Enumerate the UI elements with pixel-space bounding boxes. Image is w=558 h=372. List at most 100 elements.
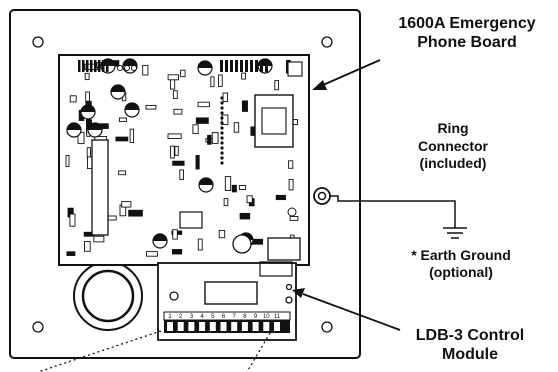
pcb-component [197, 101, 210, 108]
pcb-component [118, 170, 127, 176]
pcb-component [81, 105, 95, 112]
pcb-component [220, 101, 224, 105]
terminal-screw [252, 322, 259, 331]
label-earth-ground: * Earth Ground (optional) [386, 247, 536, 281]
pcb-component [145, 104, 157, 110]
pcb-component [250, 60, 253, 72]
label-ring-connector: Ring Connector (included) [393, 120, 513, 173]
pcb-component [111, 85, 125, 92]
pcb-component [288, 178, 294, 191]
label-ldb-line2: Module [442, 346, 498, 364]
pcb-component [232, 234, 252, 254]
pcb-component [173, 108, 183, 115]
pcb-component [170, 145, 175, 159]
earth-ground-wire [328, 195, 467, 239]
pcb-component [211, 132, 219, 144]
pcb-component [218, 229, 226, 239]
terminal-screw [167, 322, 173, 331]
pcb-component [240, 60, 243, 72]
label-ldb-module: LDB-3 Control Module [390, 326, 550, 364]
pcb-component [250, 126, 256, 136]
pcb-component [220, 60, 223, 72]
pcb-component [225, 60, 228, 72]
pcb-component [118, 117, 127, 122]
pcb-component [85, 91, 90, 102]
terminal-number: 5 [211, 314, 215, 320]
pcb-component [221, 114, 229, 126]
pcb-component [102, 60, 105, 72]
pcb-component [84, 72, 90, 81]
pcb-component [153, 234, 167, 241]
pcb-component [220, 146, 224, 150]
pcb-component [88, 123, 102, 130]
pcb-component [197, 238, 203, 251]
pointer-arrows [292, 59, 401, 331]
mounting-hole [321, 321, 333, 333]
pcb-component [220, 151, 224, 155]
pcb-component [231, 184, 237, 193]
mounting-hole [321, 36, 333, 48]
pcb-component [223, 198, 229, 207]
pcb-component [174, 145, 179, 156]
pcb-component [172, 160, 185, 166]
pcb-component [233, 122, 240, 133]
pcb-component [192, 124, 199, 135]
pcb-component [289, 216, 299, 221]
pcb-component [220, 161, 224, 165]
label-ring-line3: (included) [419, 155, 487, 171]
terminal-number: 3 [190, 314, 194, 320]
pcb-component [224, 176, 232, 191]
pcb-component [230, 60, 233, 72]
pcb-component [180, 69, 186, 78]
pcb-component [69, 95, 77, 103]
terminal-screw [241, 322, 248, 331]
pcb-component [255, 60, 258, 72]
pcb-component [220, 141, 224, 145]
label-ground-line2: (optional) [429, 263, 493, 280]
pcb-component [171, 249, 183, 255]
pcb-component [267, 237, 301, 261]
pcb-component [106, 60, 109, 72]
terminal-screw [231, 322, 238, 331]
pcb-component [65, 155, 70, 167]
pcb-component [67, 123, 81, 130]
pcb-component [123, 59, 137, 66]
pcb-component [218, 74, 223, 87]
pcb-component [207, 134, 212, 145]
label-ldb-line1: LDB-3 Control [415, 327, 525, 344]
pcb-component [90, 60, 93, 72]
pcb-component [220, 156, 224, 160]
terminal-number: 6 [222, 314, 226, 320]
pcb-component [142, 64, 149, 76]
pcb-component [66, 251, 76, 256]
pcb-component [125, 103, 139, 110]
pcb-component [124, 65, 130, 71]
pcb-component [241, 72, 246, 80]
pcb-component [220, 116, 224, 120]
pcb-component [287, 207, 297, 217]
pcb-component [91, 139, 109, 236]
pcb-component [198, 61, 212, 68]
pcb-component [172, 229, 178, 240]
terminal-number: 4 [200, 314, 204, 320]
mounting-hole [32, 321, 44, 333]
terminal-number: 10 [263, 314, 270, 320]
pcb-component [86, 60, 89, 72]
pcb-component [172, 90, 178, 100]
terminal-screw [274, 322, 280, 331]
pcb-component [261, 107, 287, 135]
pcb-component [78, 60, 81, 72]
pcb-component [146, 251, 158, 257]
mounting-hole [32, 36, 44, 48]
pcb-component [220, 111, 224, 115]
pcb-component [195, 155, 200, 170]
pcb-component [94, 60, 97, 72]
pcb-component [235, 60, 238, 72]
pcb-component [117, 65, 123, 71]
pcb-component [195, 117, 209, 124]
terminal-screw [177, 322, 184, 331]
pcb-component [288, 160, 294, 169]
terminal-number: 8 [243, 314, 247, 320]
